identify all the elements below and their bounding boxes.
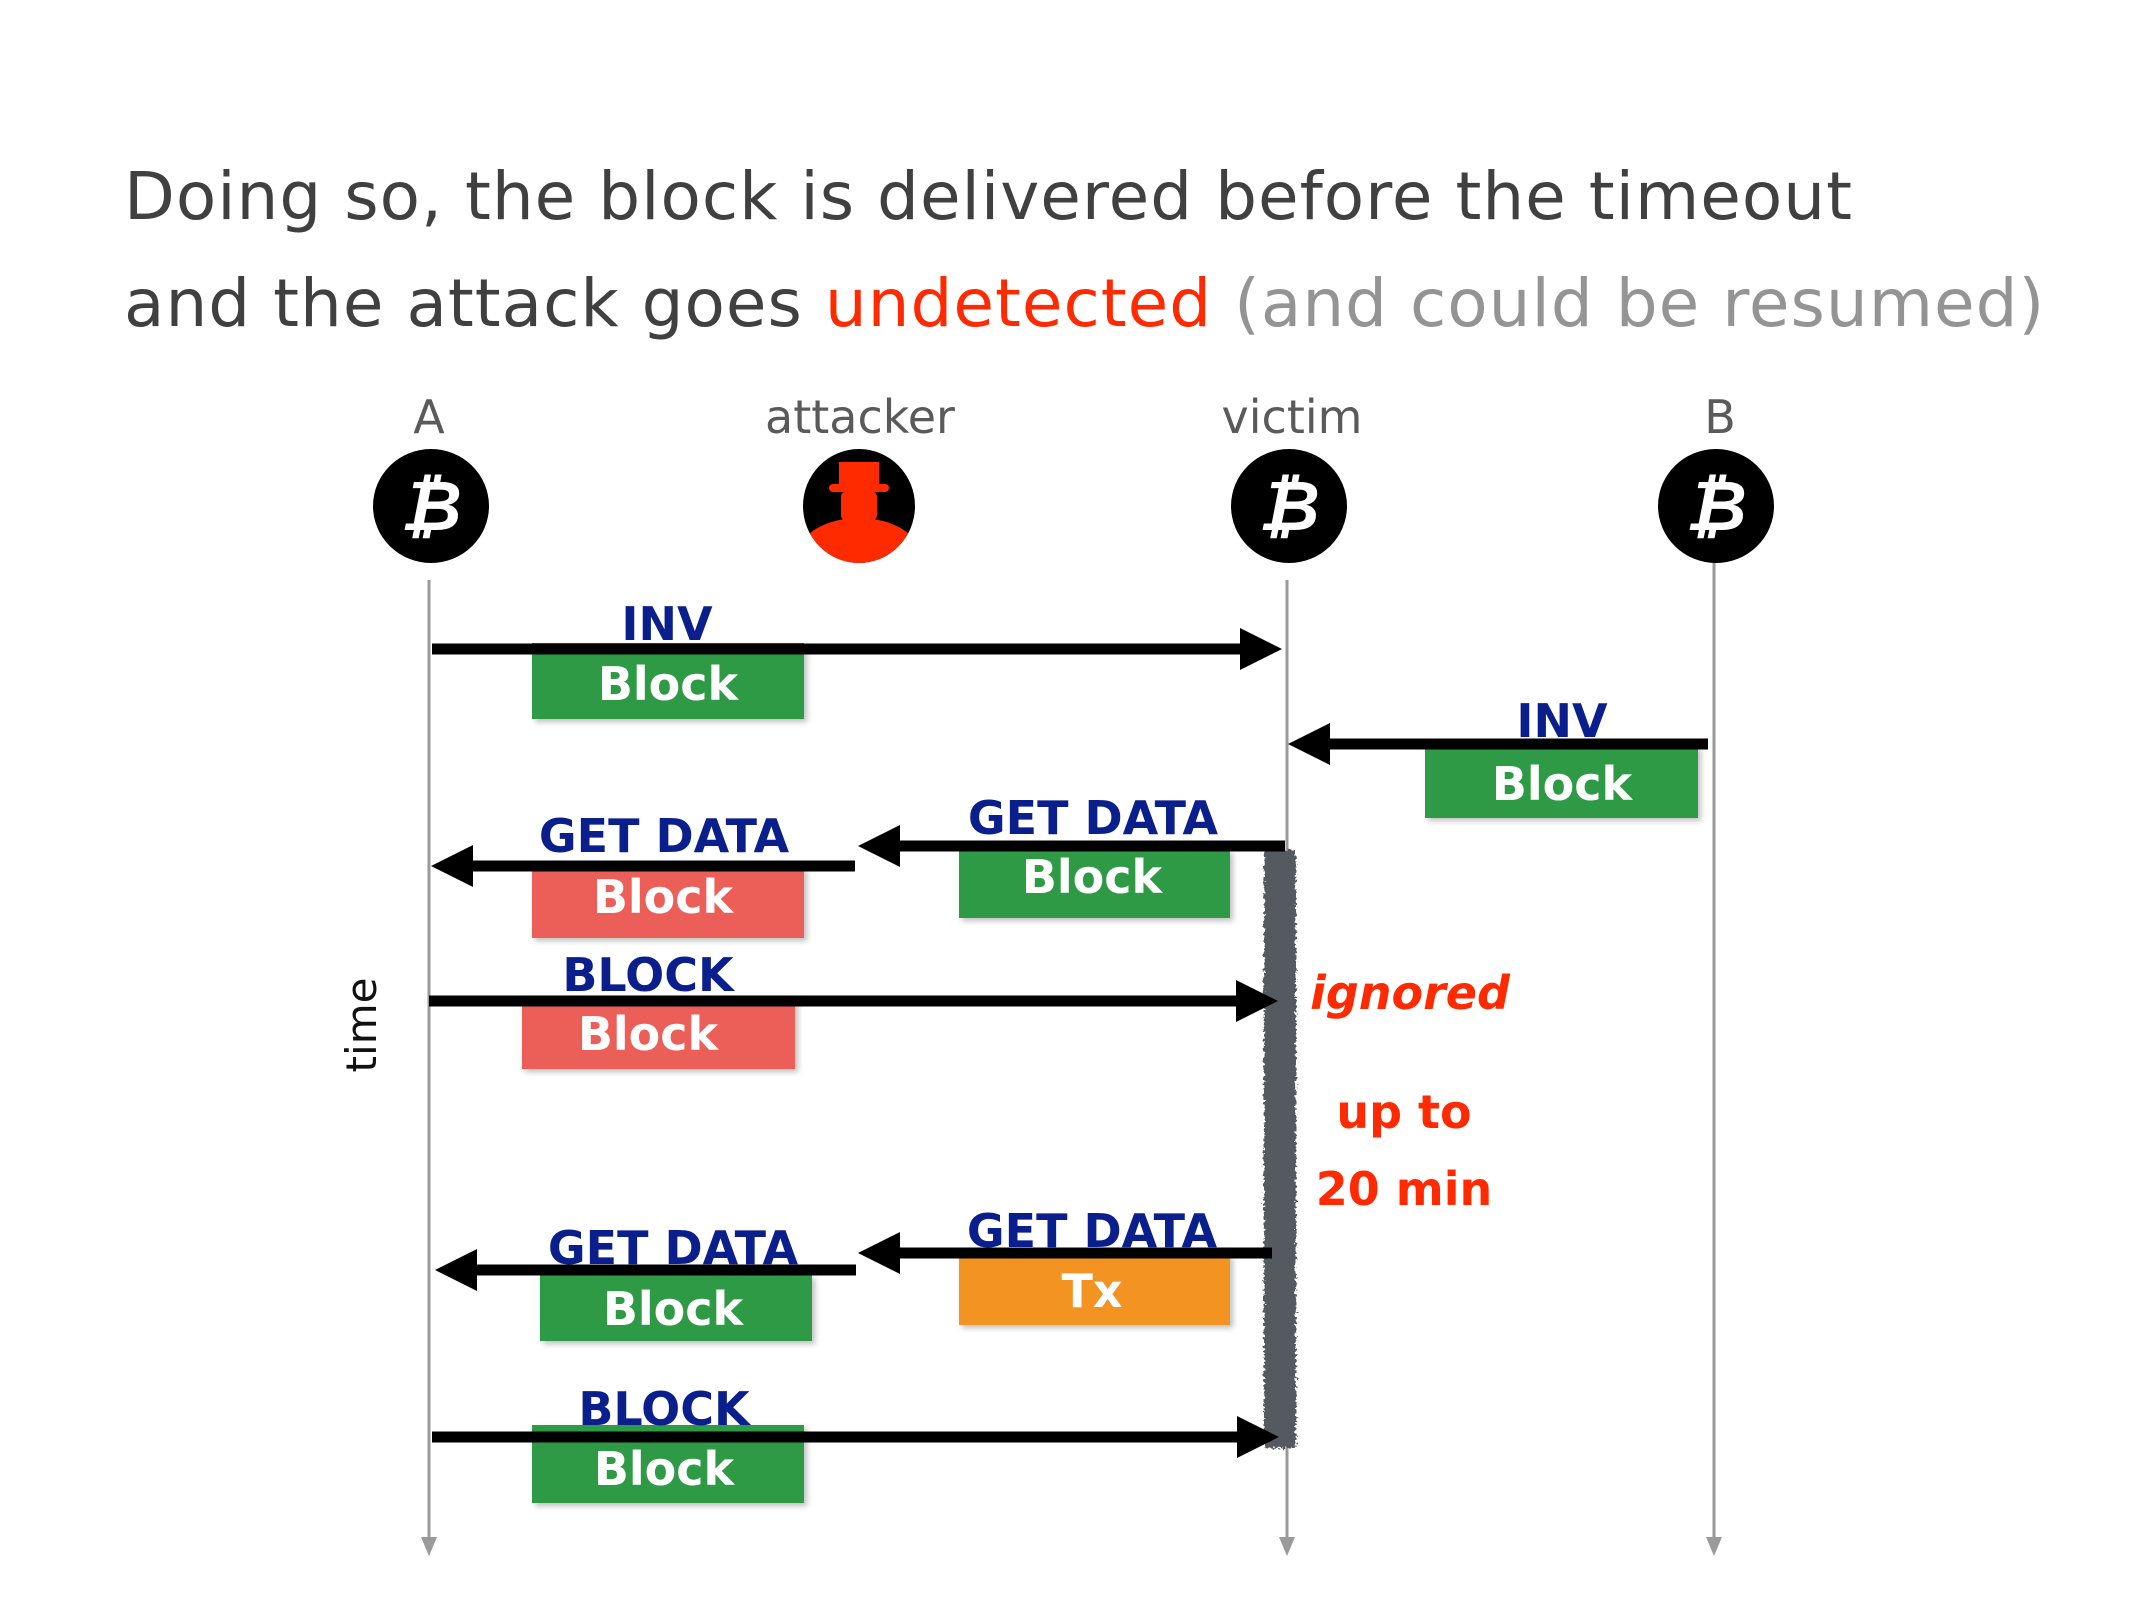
arrow-head	[1237, 1416, 1279, 1458]
payload-box	[1425, 746, 1698, 818]
message-block-a-to-victim-ignored: Block BLOCK	[429, 948, 1278, 1069]
message-getdata-attacker-to-a: Block GET DATA	[431, 809, 855, 938]
title-text: and the attack goes	[124, 265, 825, 342]
undetected-highlight: undetected	[824, 265, 1213, 342]
arrow-head	[435, 1249, 477, 1291]
message-label: GET DATA	[548, 1221, 799, 1275]
message-getdata-tx-victim-to-attacker: Tx GET DATA	[858, 1204, 1272, 1325]
payload-box	[522, 996, 795, 1069]
node-label-A: A	[413, 390, 445, 444]
message-label: BLOCK	[562, 948, 736, 1002]
arrow-head	[431, 845, 473, 887]
ignored-note: ignored	[1310, 966, 1511, 1020]
payload-label: Block	[598, 657, 740, 711]
svg-text:₿: ₿	[1258, 465, 1319, 547]
message-label: GET DATA	[539, 809, 790, 863]
payload-label: Tx	[1061, 1264, 1122, 1318]
arrow-head	[858, 825, 900, 867]
payload-box	[532, 643, 804, 719]
payload-label: Block	[1022, 850, 1164, 904]
message-label: INV	[1516, 694, 1608, 748]
message-inv-a-to-victim: Block INV	[432, 597, 1282, 719]
arrow-head	[1288, 723, 1330, 765]
payload-label: Block	[594, 1442, 736, 1496]
message-label: INV	[621, 597, 713, 651]
arrow-head	[1240, 628, 1282, 670]
lifeline-victim-arrowhead	[1279, 1537, 1295, 1556]
bitcoin-icon: ₿	[1231, 449, 1347, 563]
svg-text:₿: ₿	[1685, 465, 1746, 547]
victim-blocked-period	[1264, 850, 1296, 1448]
arrow-head	[1236, 980, 1278, 1022]
time-axis-label: time	[337, 978, 386, 1073]
message-label: BLOCK	[578, 1382, 752, 1436]
payload-label: Block	[578, 1007, 720, 1061]
message-label: GET DATA	[967, 1204, 1218, 1258]
message-inv-b-to-victim: Block INV	[1288, 694, 1708, 818]
message-block-a-to-victim-delivered: Block BLOCK	[432, 1382, 1279, 1503]
payload-label: Block	[1492, 757, 1634, 811]
svg-text:₿: ₿	[400, 465, 461, 547]
node-label-attacker: attacker	[765, 390, 955, 444]
message-label: GET DATA	[968, 791, 1219, 845]
title-line-2: and the attack goes undetected (and coul…	[124, 265, 2045, 342]
arrow-head	[858, 1232, 900, 1274]
bitcoin-icon: ₿	[373, 449, 489, 563]
resumed-note: (and could be resumed)	[1212, 265, 2046, 342]
payload-box	[959, 850, 1230, 918]
title-line-1: Doing so, the block is delivered before …	[124, 158, 1853, 235]
payload-label: Block	[593, 870, 735, 924]
bitcoin-icon: ₿	[1658, 449, 1774, 563]
node-label-victim: victim	[1222, 390, 1363, 444]
lifeline-B-arrowhead	[1706, 1537, 1722, 1556]
payload-box	[959, 1255, 1230, 1325]
payload-box	[540, 1275, 812, 1341]
timeout-note-line-1: up to	[1336, 1085, 1471, 1139]
message-getdata-block-attacker-to-a: Block GET DATA	[435, 1221, 856, 1341]
message-getdata-victim-to-attacker: Block GET DATA	[858, 791, 1285, 918]
spy-icon	[803, 449, 915, 563]
payload-label: Block	[603, 1282, 745, 1336]
node-label-B: B	[1704, 390, 1736, 444]
payload-box	[532, 867, 804, 938]
lifeline-A-arrowhead	[421, 1537, 437, 1556]
timeout-note-line-2: 20 min	[1316, 1162, 1492, 1216]
